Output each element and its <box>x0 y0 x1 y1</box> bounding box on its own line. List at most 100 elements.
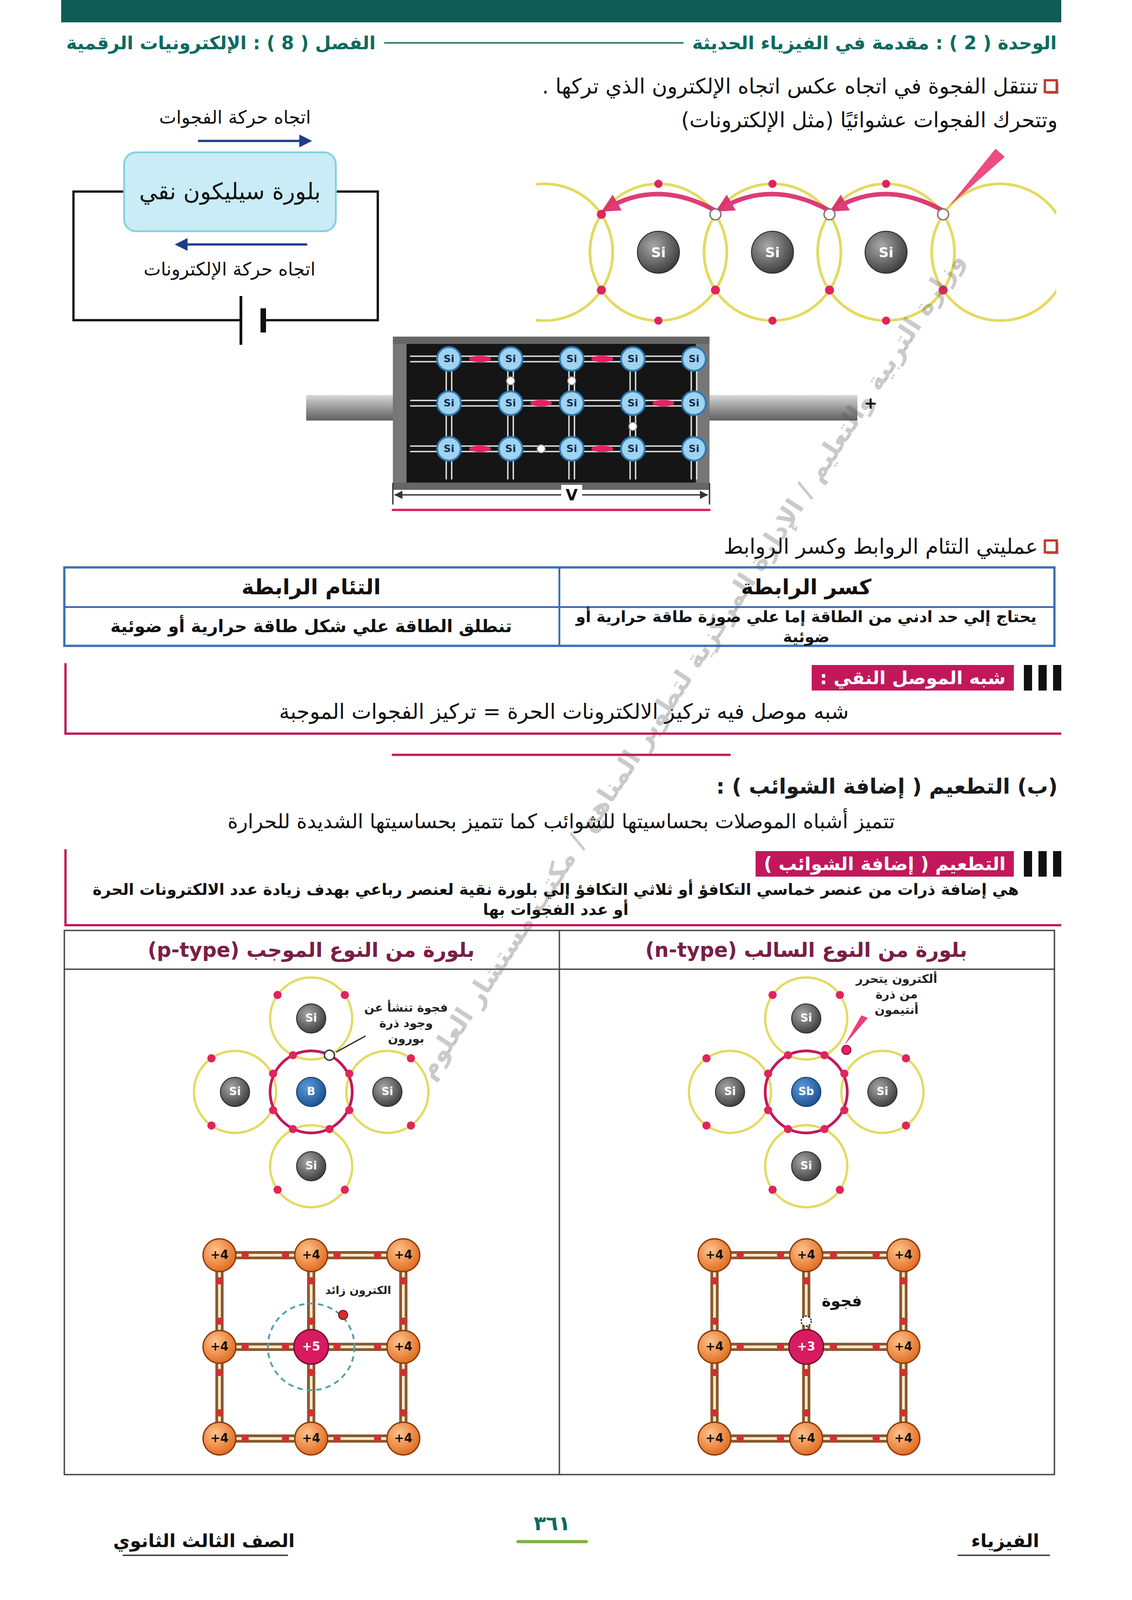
electron <box>840 1069 849 1079</box>
dimension-label: V <box>561 485 583 506</box>
electron <box>710 1369 719 1377</box>
electron <box>281 1435 290 1443</box>
bullet-square <box>1044 80 1057 93</box>
electrode-rod <box>306 395 393 421</box>
electron <box>764 1106 773 1115</box>
lattice-atom <box>386 1330 420 1364</box>
atom-circle <box>437 391 461 416</box>
lattice-atom <box>698 1422 731 1456</box>
callout-label: الكترون زائد <box>325 1283 392 1299</box>
atom-symbol: Si <box>765 243 780 262</box>
header-bar <box>61 0 1062 23</box>
atom-sphere <box>865 231 908 274</box>
charge-label: +4 <box>705 1431 724 1447</box>
header-unit: الوحدة ( 2 ) : مقدمة في الفيزياء الحديثة <box>692 31 1057 55</box>
lattice-atom <box>886 1422 920 1456</box>
lattice-atom <box>294 1422 328 1456</box>
charge-label: +4 <box>797 1431 816 1447</box>
heading-bars <box>1023 665 1033 691</box>
hole <box>324 1050 335 1061</box>
atom-symbol: Si <box>688 396 700 411</box>
lattice-atom <box>386 1422 420 1456</box>
bar-end <box>392 336 407 491</box>
electron <box>824 285 835 295</box>
charge-label: +5 <box>302 1339 321 1356</box>
atom-circle <box>498 437 523 461</box>
hole <box>824 208 835 220</box>
electron <box>307 1409 315 1418</box>
electron <box>654 316 663 325</box>
moving-electron <box>530 400 553 407</box>
hole-motion-arrow <box>607 193 716 211</box>
hole <box>567 376 576 386</box>
header-rule <box>384 42 684 44</box>
electron <box>269 1106 278 1115</box>
atom-circle <box>437 347 461 371</box>
atom-circle <box>620 347 645 371</box>
electron <box>345 1106 354 1115</box>
free-electron <box>841 1045 851 1055</box>
electron <box>768 1186 777 1195</box>
charge-label: +4 <box>894 1339 913 1356</box>
electron <box>768 316 777 325</box>
hole <box>506 376 515 386</box>
lattice-atom <box>789 1239 823 1273</box>
atom-symbol: Si <box>627 352 638 366</box>
electron <box>281 1343 290 1352</box>
electron <box>829 1435 838 1443</box>
electron <box>835 1186 845 1195</box>
atom-sphere <box>715 1077 745 1107</box>
electron <box>902 1121 911 1131</box>
charge-label: +4 <box>705 1247 724 1264</box>
electron <box>373 1435 381 1443</box>
extra-electron <box>338 1310 348 1320</box>
lattice-atom <box>386 1239 420 1273</box>
leader-line <box>336 1036 366 1053</box>
electron-orbit <box>704 183 841 321</box>
dopant-symbol: B <box>307 1085 316 1100</box>
body-text: وتتحرك الفجوات عشوائيًا (مثل الإلكترونات… <box>681 106 1058 135</box>
electron <box>783 1125 793 1134</box>
atom-circle <box>437 437 461 461</box>
hole-motion-arrow <box>835 193 944 211</box>
electron <box>777 1343 785 1352</box>
direction-arrow-head <box>174 238 188 251</box>
heading-bars <box>1038 851 1047 877</box>
moving-electron <box>469 445 491 453</box>
lattice-atom <box>203 1330 236 1364</box>
electron <box>307 1277 315 1285</box>
orbit-group <box>535 183 1057 321</box>
hole <box>801 1316 812 1327</box>
electron-orbit <box>841 1051 924 1134</box>
electron-orbit <box>193 1051 277 1134</box>
electron <box>345 1069 354 1079</box>
dimension-tick <box>709 483 711 505</box>
electron <box>829 1343 838 1352</box>
hole <box>709 208 721 220</box>
table-frame <box>64 930 1055 1476</box>
bar-rail <box>392 336 710 345</box>
atom-symbol: Si <box>505 396 516 411</box>
electron <box>269 1069 278 1079</box>
electron <box>215 1318 224 1326</box>
atom-symbol: Si <box>627 396 638 411</box>
electron <box>596 209 606 220</box>
electron <box>241 1251 249 1260</box>
atom-symbol: Si <box>566 352 577 366</box>
electron <box>710 1318 719 1326</box>
table-frame <box>64 567 1055 647</box>
electron <box>702 1054 711 1063</box>
atom-sphere <box>791 1152 821 1182</box>
electron <box>881 179 891 188</box>
atom-circle <box>498 347 523 371</box>
bullet-text: تنتقل الفجوة في اتجاه عكس اتجاه الإلكترو… <box>542 73 1039 101</box>
electron <box>406 1121 416 1131</box>
heading-bars <box>1053 665 1062 691</box>
electron <box>802 1369 810 1377</box>
electron <box>872 1343 880 1352</box>
moving-electron <box>591 445 614 453</box>
electron <box>399 1277 407 1285</box>
callout-label: فجوة تنشأ عن وجود ذرة بورون <box>362 1000 450 1047</box>
charge-label: +4 <box>394 1339 413 1356</box>
